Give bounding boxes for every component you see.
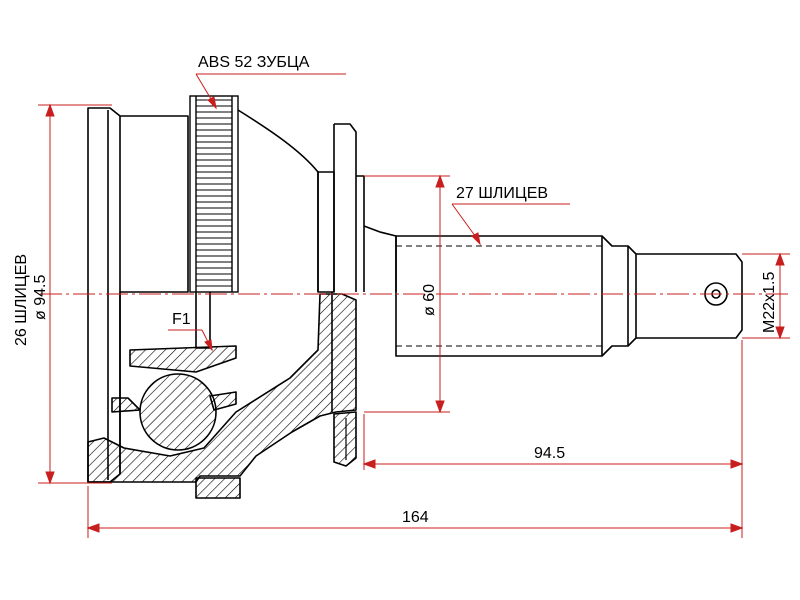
shaft-length-label: 94.5	[534, 445, 566, 462]
abs-ring	[189, 95, 239, 293]
face-mark-label: F1	[172, 311, 191, 328]
shaft-diameter-label: ø 60	[421, 283, 438, 316]
outer-diameter-label: ø 94.5	[32, 274, 49, 320]
total-length-label: 164	[402, 509, 429, 526]
section-view	[87, 292, 357, 499]
outer-splines-label: 27 ШЛИЦЕВ	[456, 185, 549, 202]
housing-cone	[237, 109, 397, 293]
abs-teeth-label: ABS 52 ЗУБЦА	[198, 54, 310, 71]
thread-label: M22x1.5	[761, 271, 778, 333]
output-shaft	[395, 235, 743, 357]
inner-splines-label: 26 ШЛИЦЕВ	[13, 253, 30, 346]
dimension-lines	[38, 73, 790, 538]
